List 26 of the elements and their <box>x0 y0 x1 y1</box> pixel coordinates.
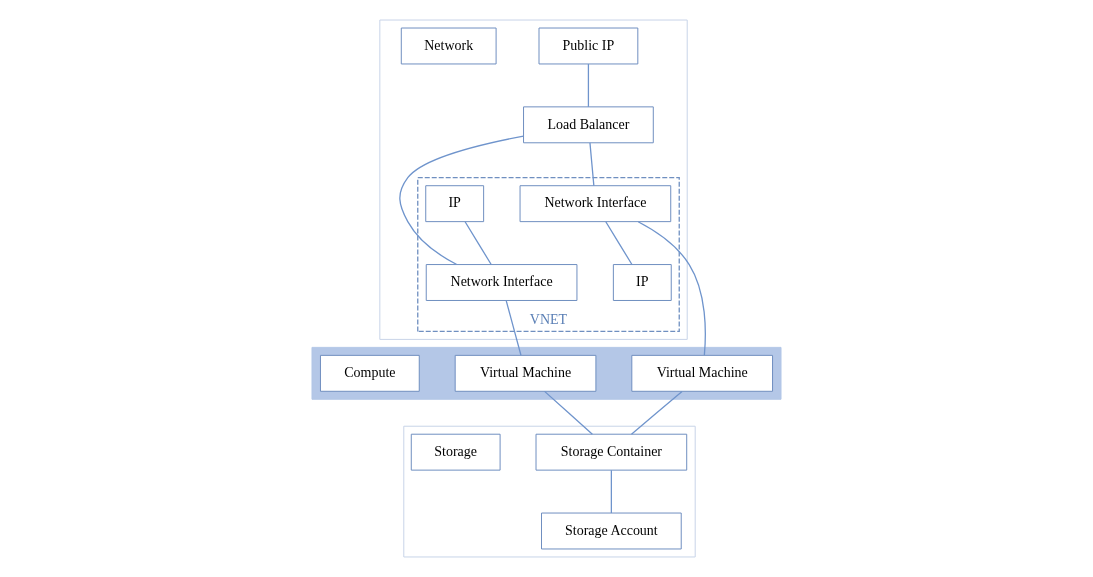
node-box: IP <box>612 264 672 301</box>
node-box: Network <box>400 27 497 65</box>
connector <box>464 221 492 266</box>
node-box: Public IP <box>538 27 639 65</box>
node-box: Virtual Machine <box>454 354 597 392</box>
connector <box>399 135 525 266</box>
node-box: IP <box>425 185 485 223</box>
connector <box>543 390 594 435</box>
node-box: Load Balancer <box>523 106 654 144</box>
connector <box>505 300 522 356</box>
connector <box>630 390 683 435</box>
connector <box>605 221 633 266</box>
node-box: Network Interface <box>519 185 672 223</box>
node-box: Storage <box>410 433 501 471</box>
node-box: Virtual Machine <box>631 354 774 392</box>
connector <box>589 142 595 187</box>
node-box: Storage Account <box>541 512 682 550</box>
cluster <box>311 346 782 400</box>
connector <box>587 63 590 108</box>
cluster <box>379 19 688 340</box>
node-box: Compute <box>319 354 420 392</box>
connector <box>610 469 612 514</box>
cluster <box>403 425 696 558</box>
node-box: Network Interface <box>425 264 578 301</box>
connector <box>637 221 706 356</box>
node-box: Storage Container <box>535 433 688 471</box>
